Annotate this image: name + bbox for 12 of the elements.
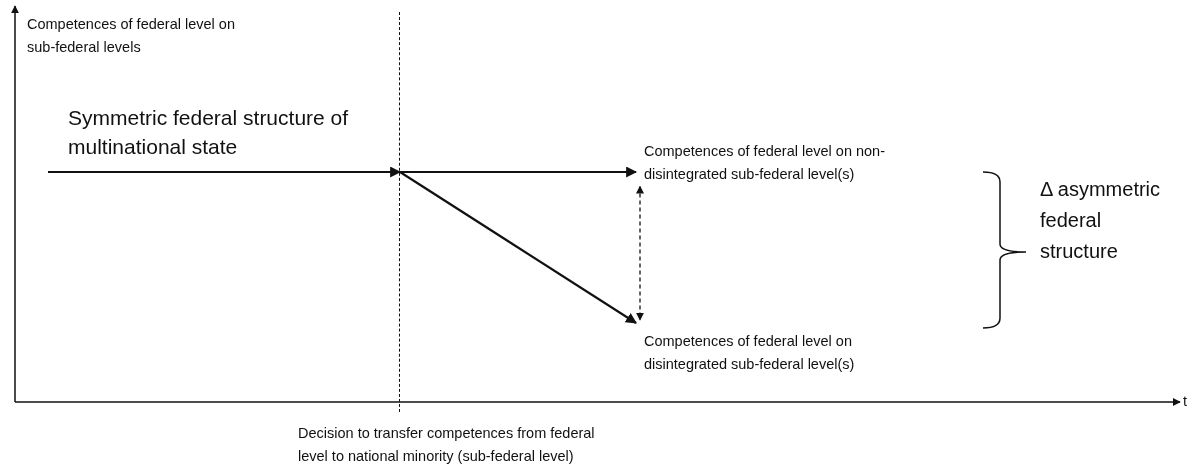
level-label: Competences of federal level on non-disintegrated sub-federal level(s) (644, 142, 886, 185)
bracket-label: Δ asymmetric federal structure (1040, 177, 1162, 264)
level-label: Competences of federal level on disintegrated sub-federal level(s) (644, 332, 856, 375)
axis-title: Competences of federal level on sub-federal levels (27, 15, 236, 58)
arrow (636, 185, 644, 321)
dashed-vertical-line (399, 12, 400, 412)
arrow (399, 171, 637, 324)
edge-label: Symmetric federal structure of multinational state (68, 105, 350, 161)
arrow (48, 166, 402, 178)
axis-title: t (1183, 393, 1189, 411)
event-caption: Decision to transfer competences from federal level to national minority (sub-federal level) (298, 424, 596, 467)
arrow (400, 166, 638, 178)
